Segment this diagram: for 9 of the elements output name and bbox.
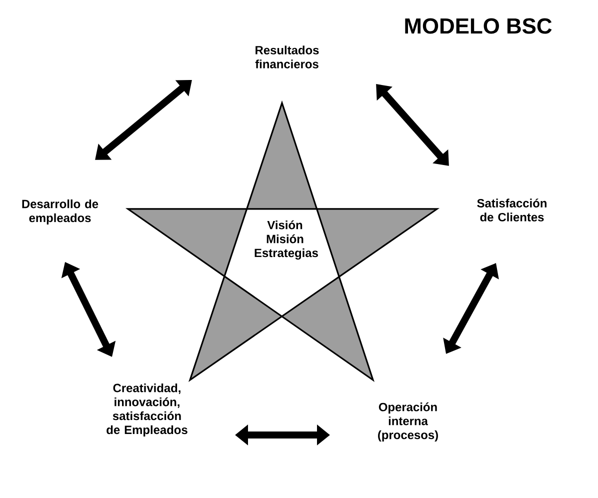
perspective-label: Satisfacción de Clientes	[477, 198, 546, 222]
double-arrow	[95, 80, 192, 160]
double-arrow	[376, 84, 449, 166]
perspective-label: Operación interna (procesos)	[378, 402, 438, 442]
perspective-label: Resultados financieros	[255, 46, 319, 68]
perspective-label: Creatividad, innovación, satisfacción de Empleados	[106, 384, 188, 436]
center-text: Visión Misión Estrategias	[254, 220, 318, 260]
title: MODELO BSC	[405, 18, 552, 34]
perspective-label: Desarrollo de empleados	[22, 199, 98, 225]
